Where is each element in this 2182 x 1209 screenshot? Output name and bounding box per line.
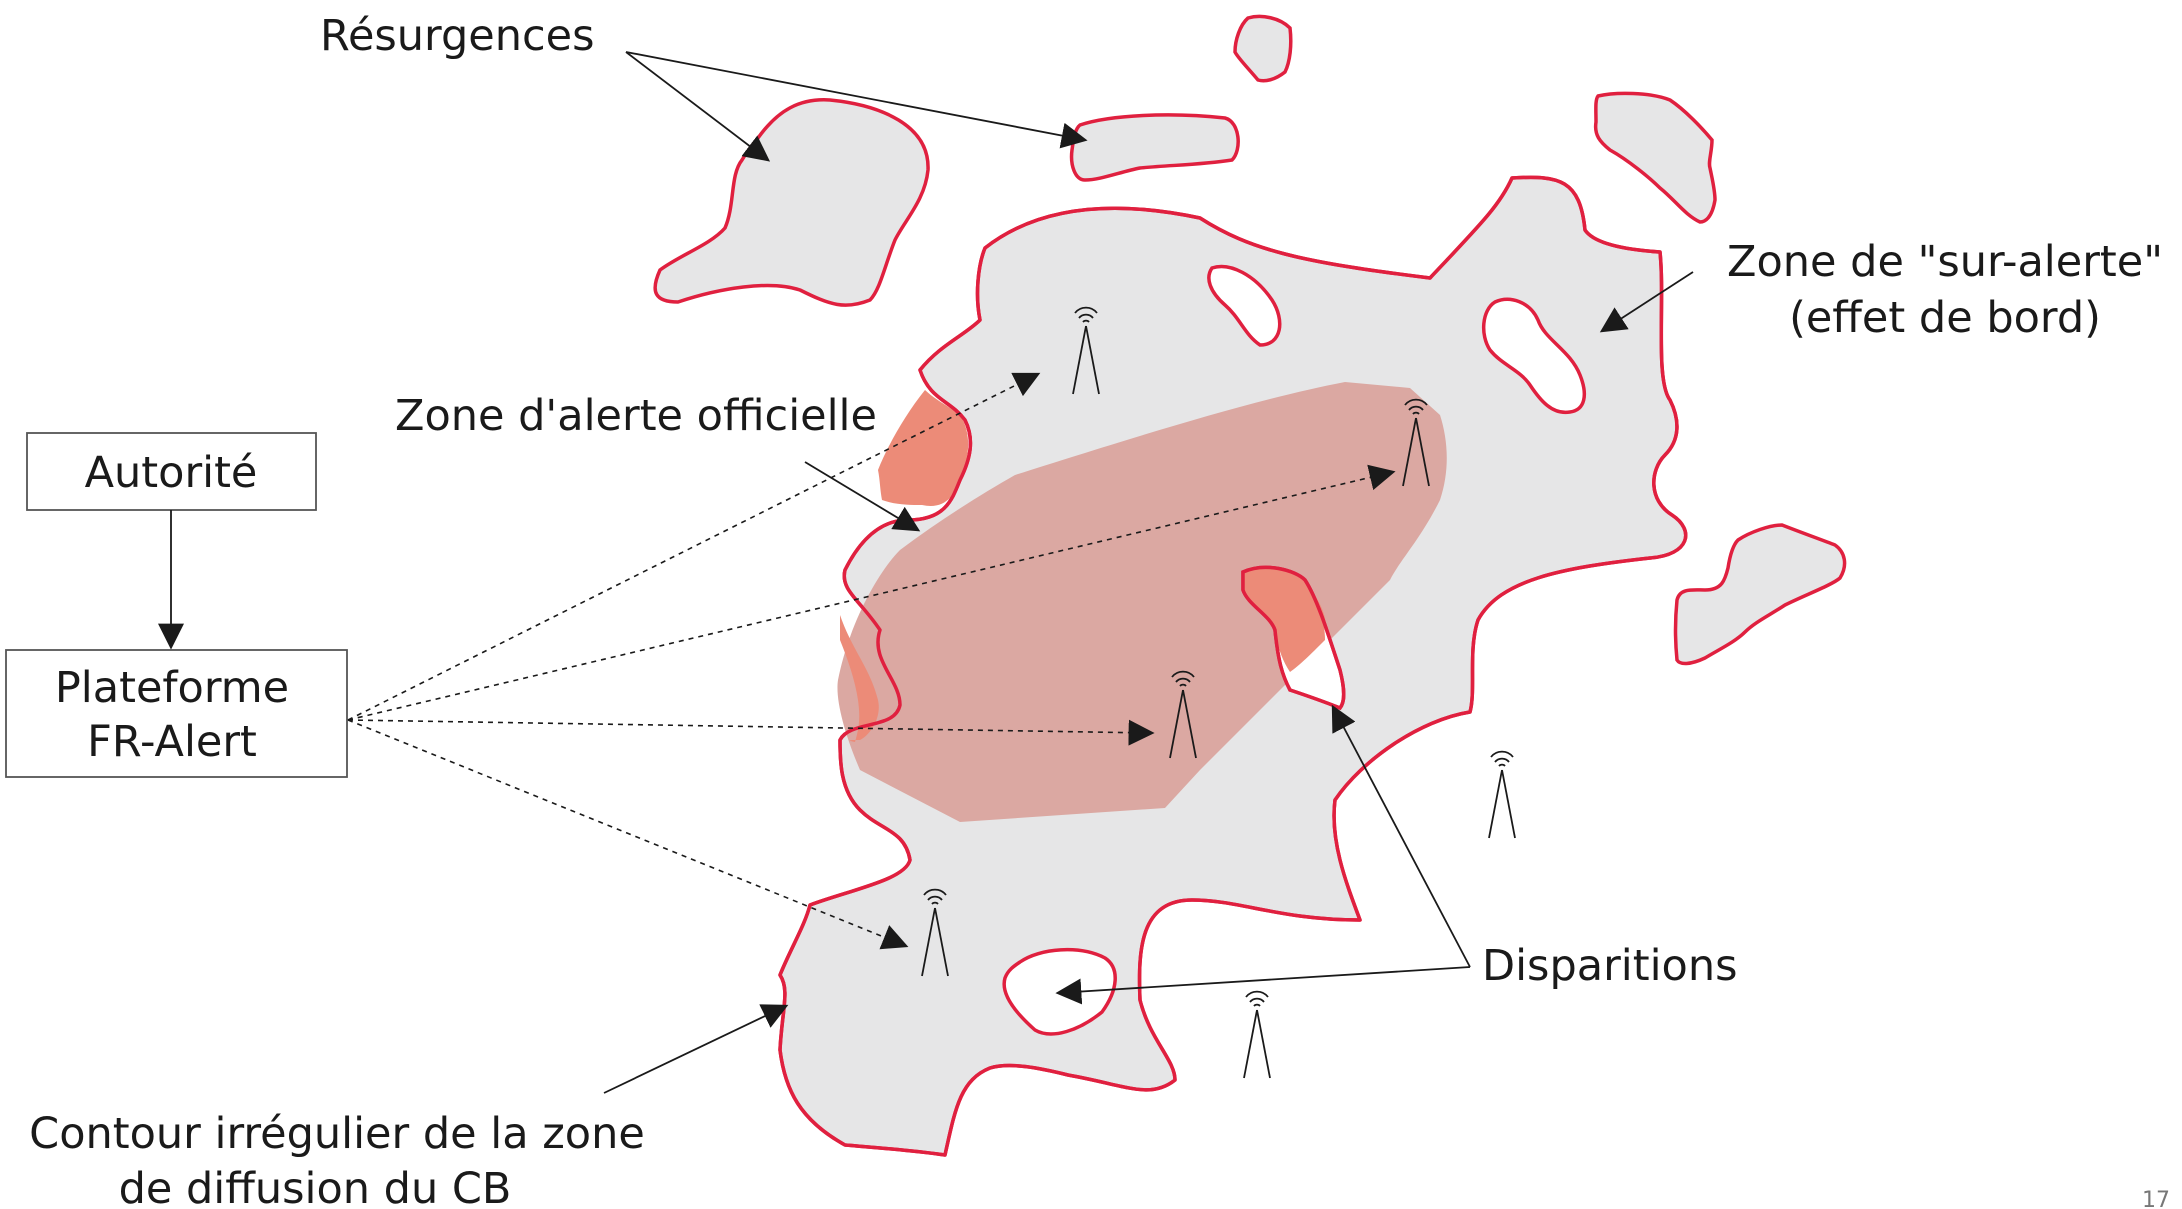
cell-antenna-icon	[1169, 670, 1197, 759]
contour-label-line2: de diffusion du CB	[119, 1164, 512, 1209]
platform-label-line1: Plateforme	[55, 663, 289, 713]
island-mid	[1069, 113, 1240, 182]
annotation-pointers	[603, 51, 1694, 1094]
island-top-right	[1593, 91, 1717, 224]
disappearances-label: Disparitions	[1482, 941, 1738, 991]
resurgences-label: Résurgences	[320, 11, 594, 61]
cell-antenna-icon	[1243, 990, 1271, 1079]
cell-antenna-icon	[1072, 306, 1100, 395]
island-top-small	[1233, 14, 1293, 83]
hole-top	[1207, 264, 1282, 347]
platform-box: Plateforme FR-Alert	[5, 649, 348, 778]
contour-label-line1: Contour irrégulier de la zone	[29, 1109, 645, 1159]
page-number: 17	[2142, 1188, 2170, 1209]
authority-box: Autorité	[26, 432, 317, 511]
authority-label: Autorité	[85, 448, 258, 498]
antennas	[921, 306, 1516, 1079]
cell-antenna-icon	[1402, 398, 1430, 487]
platform-label-line2: FR-Alert	[87, 717, 257, 767]
resurgence-islands	[653, 14, 1847, 666]
cell-antenna-icon	[921, 888, 949, 977]
official-zone-label: Zone d'alerte officielle	[395, 391, 877, 441]
hole-right	[1482, 297, 1587, 415]
over-alert-label-line2: (effet de bord)	[1789, 293, 2101, 343]
island-right	[1673, 523, 1847, 666]
over-alert-label-line1: Zone de "sur-alerte"	[1727, 237, 2163, 287]
broadcast-arrows	[347, 372, 1396, 950]
cell-antenna-icon	[1488, 750, 1516, 839]
island-left	[653, 98, 930, 307]
official-alert-zone	[837, 382, 1447, 822]
